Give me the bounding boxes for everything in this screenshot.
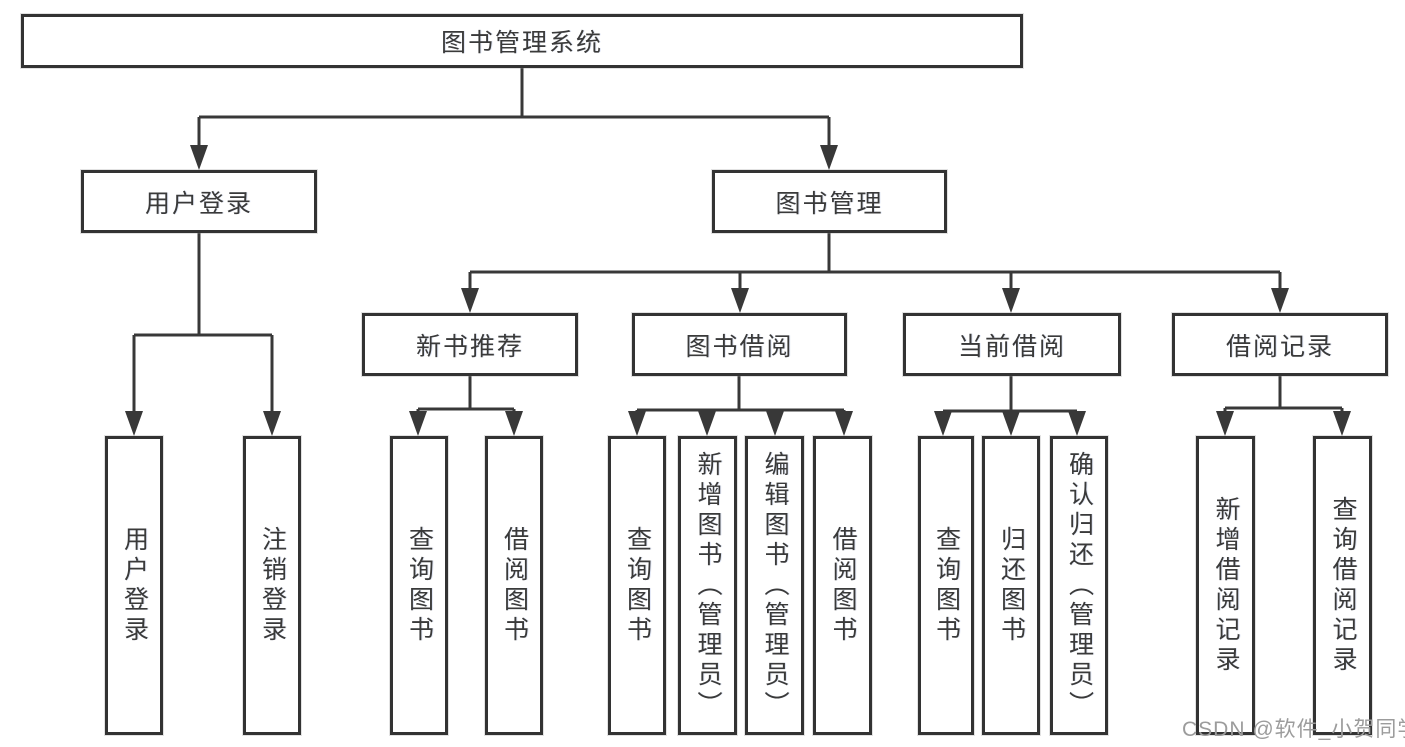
arrow-down-icon <box>263 411 281 436</box>
leaf-borrow-book: 借阅图书 <box>813 436 872 735</box>
node-root-label: 图书管理系统 <box>440 29 603 57</box>
arrowheads <box>125 145 1351 436</box>
arrow-down-icon <box>835 411 853 436</box>
connector-book-borrow <box>635 376 846 418</box>
leaf-edit-book-admin: 编辑图书（管理员） <box>745 436 804 735</box>
connector-user-login <box>132 233 274 418</box>
node-new-book-rec-label: 新书推荐 <box>415 332 524 361</box>
arrow-down-icon <box>731 288 749 313</box>
leaf-query-book-current: 查询图书 <box>918 436 974 735</box>
leaf-label: 编辑图书（管理员） <box>761 450 789 721</box>
arrow-down-icon <box>1333 411 1351 436</box>
leaf-logout: 注销登录 <box>243 436 301 735</box>
node-current-borrow-label: 当前借阅 <box>957 332 1066 361</box>
leaf-label: 确认归还（管理员） <box>1065 450 1094 721</box>
leaf-label: 注销登录 <box>258 525 287 646</box>
watermark: CSDN @软件_小贺同学 <box>1182 718 1405 741</box>
node-current-borrow: 当前借阅 <box>903 313 1121 376</box>
node-borrow-records: 借阅记录 <box>1172 313 1388 376</box>
arrow-down-icon <box>1002 411 1020 436</box>
leaf-label: 查询图书 <box>932 525 961 646</box>
leaf-label: 借阅图书 <box>829 525 857 646</box>
leaf-label: 新增图书（管理员） <box>694 450 722 721</box>
arrow-down-icon <box>766 411 784 436</box>
node-user-login: 用户登录 <box>81 170 317 233</box>
arrow-down-icon <box>1002 288 1020 313</box>
leaf-add-borrow-record: 新增借阅记录 <box>1196 436 1255 735</box>
node-user-login-label: 用户登录 <box>144 189 253 218</box>
leaf-label: 借阅图书 <box>500 525 529 646</box>
leaf-label: 用户登录 <box>120 525 149 646</box>
leaf-query-book-borrow: 查询图书 <box>608 436 666 735</box>
connector-new-book-rec <box>416 376 516 418</box>
node-book-borrow-label: 图书借阅 <box>685 332 794 361</box>
leaf-label: 新增借阅记录 <box>1212 495 1240 676</box>
node-root: 图书管理系统 <box>21 14 1023 68</box>
node-new-book-rec: 新书推荐 <box>362 313 578 376</box>
leaf-borrow-book-rec: 借阅图书 <box>485 436 543 735</box>
leaf-label: 归还图书 <box>997 525 1026 646</box>
leaf-label: 查询图书 <box>623 525 652 646</box>
leaf-query-book-rec: 查询图书 <box>390 436 448 735</box>
arrow-down-icon <box>1068 411 1086 436</box>
arrow-down-icon <box>628 411 646 436</box>
arrow-down-icon <box>820 145 838 170</box>
connector-book-mgmt <box>468 233 1282 297</box>
connector-borrow-records <box>1223 376 1344 418</box>
arrow-down-icon <box>190 145 208 170</box>
connector-root <box>197 68 831 152</box>
arrow-down-icon <box>1271 288 1289 313</box>
arrow-down-icon <box>934 411 952 436</box>
node-book-borrow: 图书借阅 <box>632 313 847 376</box>
arrow-down-icon <box>1216 411 1234 436</box>
leaf-return-book: 归还图书 <box>982 436 1040 735</box>
arrow-down-icon <box>698 411 716 436</box>
arrow-down-icon <box>461 288 479 313</box>
leaf-label: 查询借阅记录 <box>1329 495 1357 676</box>
arrow-down-icon <box>409 411 427 436</box>
arrow-down-icon <box>125 411 143 436</box>
node-book-mgmt-label: 图书管理 <box>775 189 884 218</box>
node-book-mgmt: 图书管理 <box>712 170 947 233</box>
leaf-user-login: 用户登录 <box>105 436 163 735</box>
leaf-query-borrow-record: 查询借阅记录 <box>1313 436 1372 735</box>
leaf-confirm-return-admin: 确认归还（管理员） <box>1050 436 1108 735</box>
arrow-down-icon <box>505 411 523 436</box>
node-borrow-records-label: 借阅记录 <box>1225 332 1334 361</box>
leaf-label: 查询图书 <box>405 525 434 646</box>
leaf-add-book-admin: 新增图书（管理员） <box>678 436 737 735</box>
